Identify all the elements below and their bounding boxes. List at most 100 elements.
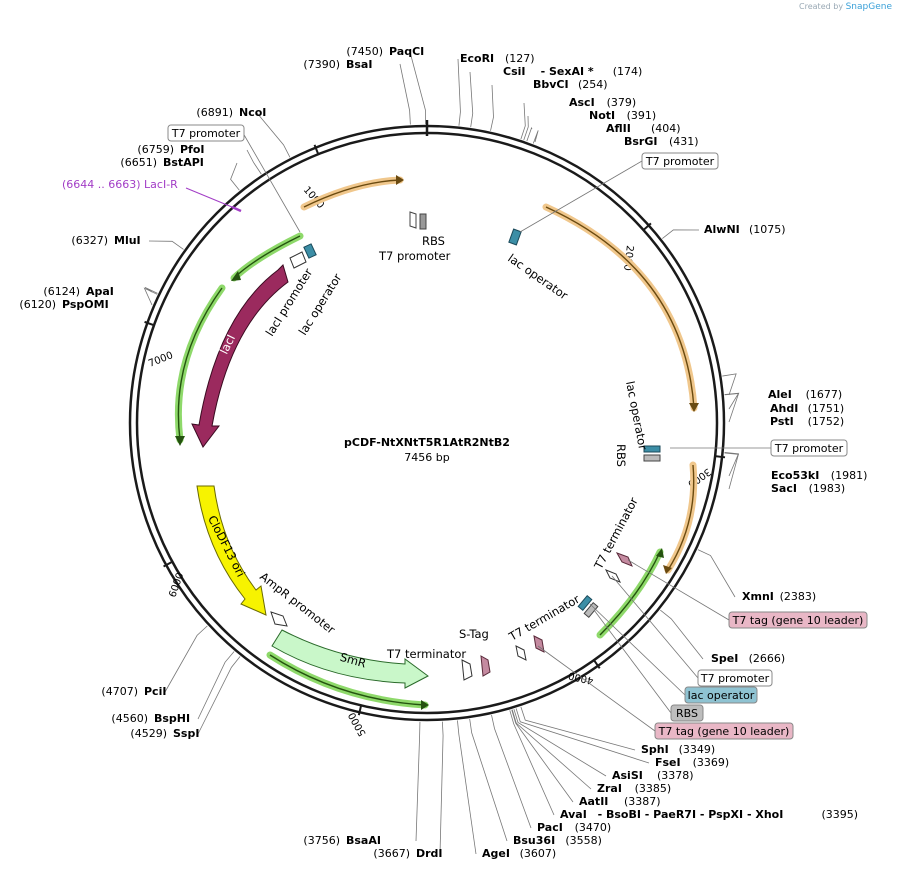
site-leader xyxy=(724,392,740,410)
site-agei: AgeI(3607) xyxy=(482,847,556,860)
site-alei: AleI(1677) xyxy=(768,388,842,401)
orf-arc-1-head xyxy=(396,175,404,185)
site-leader xyxy=(469,71,474,128)
site-name: BsaI xyxy=(346,58,372,71)
orf-arc-2-head xyxy=(689,403,699,412)
t7-promoter-mark-inner xyxy=(419,213,427,230)
site-leader xyxy=(509,710,555,816)
site-name: NcoI xyxy=(239,106,266,119)
site-alwni: AlwNI(1075) xyxy=(704,223,786,236)
orf-arc-5-core xyxy=(269,654,426,706)
feature-label-box xyxy=(670,704,704,722)
rbs-label-b: RBS xyxy=(614,444,628,467)
credit-prefix: Created by xyxy=(799,2,844,11)
tick-label: 3000 xyxy=(685,466,712,490)
site-coord: (379) xyxy=(607,96,637,109)
site-bsrgi: BsrGI(431) xyxy=(624,135,699,148)
t7-terminator-mark-a xyxy=(615,552,633,567)
site-coord: (1751) xyxy=(808,402,845,415)
plasmid-name: pCDF-NtXNtT5R1AtR2NtB2 xyxy=(344,436,510,449)
laci-promoter-mark xyxy=(289,251,307,269)
site-leader xyxy=(724,452,740,477)
site-coord: (2383) xyxy=(780,590,817,603)
site-name: ApaI xyxy=(86,285,114,298)
stag-mark xyxy=(480,655,491,677)
site-leader xyxy=(256,112,291,158)
feature-label-text: lac operator xyxy=(688,689,755,702)
site-sphi: SphI(3349) xyxy=(641,743,715,756)
site-coord: (127) xyxy=(505,52,535,65)
site-lines xyxy=(143,51,740,855)
site-aflii: AflII(404) xyxy=(606,122,681,135)
site-aatii: AatII (3387) xyxy=(579,795,661,808)
box-leader xyxy=(519,160,643,233)
site-coord: (3387) xyxy=(624,795,661,808)
site-leader xyxy=(143,287,158,306)
site-name: DrdI xyxy=(416,847,443,860)
site-name: MluI xyxy=(114,234,141,247)
orf-arc-7-head xyxy=(175,436,185,446)
site-name: BstAPI xyxy=(163,156,204,169)
rbs-mark-d xyxy=(583,602,599,618)
site-name: AscI xyxy=(569,96,595,109)
laci-feature xyxy=(191,264,289,448)
site-name: PstI xyxy=(770,415,794,428)
rbs-mark-c xyxy=(643,454,661,462)
site-coord: (404) xyxy=(651,122,681,135)
site-coord: (6124) xyxy=(43,285,80,298)
rbs-mark-inner xyxy=(409,211,417,229)
site-eco53ki: Eco53kI(1981) xyxy=(771,469,867,482)
t7-terminator-label-b: T7 terminator xyxy=(506,592,583,644)
site-coord: (431) xyxy=(669,135,699,148)
site-leader xyxy=(409,51,426,125)
site-coord: (1075) xyxy=(749,223,786,236)
site-leader xyxy=(230,162,240,191)
primer-mark xyxy=(231,205,242,213)
site-name: NotI xyxy=(589,109,615,122)
site-leader xyxy=(491,714,532,829)
tick-mark xyxy=(163,560,174,568)
site-coord: (3395) xyxy=(822,808,859,821)
t7-promoter-mark-b xyxy=(604,569,622,583)
site-spei: SpeI(2666) xyxy=(711,652,785,665)
snapgene-credit: Created by SnapGene xyxy=(799,2,892,12)
t7-terminator-mark-b xyxy=(533,635,545,653)
orf-arc-3-core xyxy=(667,464,695,571)
feature-label-text: T7 tag (gene 10 leader) xyxy=(658,725,790,738)
feature-label-text: T7 promoter xyxy=(645,155,715,168)
rbs-label-a: RBS xyxy=(422,234,445,248)
site-drdi: (3667)DrdI xyxy=(373,847,442,860)
lac-operator-label-c: lac operator xyxy=(623,380,650,451)
stag-label: S-Tag xyxy=(459,627,489,641)
site-name: PspOMI xyxy=(62,298,109,311)
feature-label-box xyxy=(697,669,773,687)
backbone-inner xyxy=(135,131,719,715)
orf-arc-5-head xyxy=(421,700,429,710)
site-name: FseI xyxy=(655,756,681,769)
site-coord: (4707) xyxy=(101,685,138,698)
site-leader xyxy=(724,393,740,423)
ampr-promoter-mark xyxy=(270,611,288,627)
site-leader xyxy=(457,58,461,126)
site-coord: (2666) xyxy=(749,652,786,665)
lac-operator-mark-a xyxy=(303,243,317,259)
site-leader xyxy=(415,721,421,842)
feature-label-text: T7 promoter xyxy=(700,672,770,685)
orf-arc-4-core xyxy=(599,551,661,636)
site-psti: PstI(1752) xyxy=(770,415,844,428)
site-name: AatII xyxy=(579,795,608,808)
site-coord: (3369) xyxy=(693,756,730,769)
box-leader xyxy=(589,603,686,696)
lac-operator-mark-d xyxy=(577,595,593,611)
t7-terminator-label-c: T7 terminator xyxy=(386,647,466,661)
tick-mark xyxy=(357,704,363,716)
site-coord: (3385) xyxy=(635,782,672,795)
ori-feature xyxy=(196,485,267,616)
box-leader xyxy=(537,645,656,732)
box-leader xyxy=(242,132,301,233)
site-leader xyxy=(490,84,494,131)
feature-label-box xyxy=(641,152,719,170)
orf-arc-6 xyxy=(230,232,304,282)
orf-arc-1-core xyxy=(303,179,401,208)
